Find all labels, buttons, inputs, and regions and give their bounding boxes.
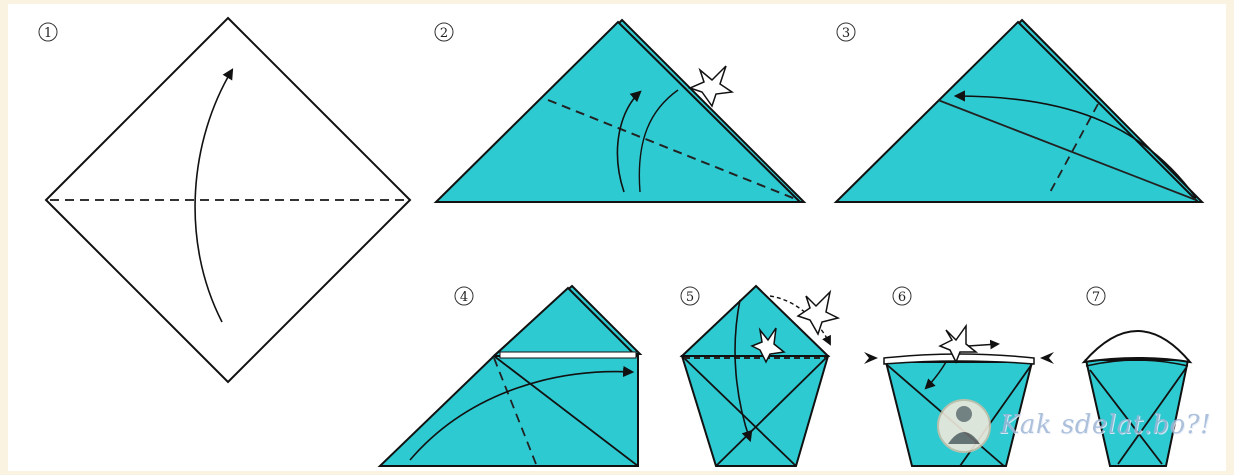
step-4: 4	[380, 286, 640, 466]
folded-edge	[500, 352, 636, 358]
step-5-number: 5	[686, 290, 694, 305]
push-left-arrow-icon	[864, 352, 878, 364]
turn-over-star-icon	[798, 292, 838, 334]
step-7-number: 7	[1092, 290, 1100, 305]
watermark-text: Kak sdelat.bo?!	[1000, 410, 1211, 440]
pull-arrow-icon	[968, 344, 998, 346]
step-3-triangle	[836, 22, 1198, 202]
push-right-arrow-icon	[1040, 352, 1054, 364]
cup-opening	[1084, 331, 1190, 362]
step-5: 5	[681, 286, 838, 466]
step-1: 1	[39, 18, 410, 382]
step-4-number: 4	[460, 290, 468, 305]
step-6-number: 6	[898, 290, 906, 305]
step-2-triangle	[436, 22, 800, 202]
step-3-number: 3	[842, 26, 850, 41]
person-head-shape	[956, 406, 972, 422]
step-5-body	[682, 356, 828, 466]
watermark-logo	[938, 400, 990, 452]
step-2: 2	[435, 20, 804, 202]
step-4-top	[494, 288, 636, 356]
step-3: 3	[836, 20, 1202, 202]
step-2-number: 2	[440, 26, 448, 41]
step-1-number: 1	[44, 26, 52, 41]
